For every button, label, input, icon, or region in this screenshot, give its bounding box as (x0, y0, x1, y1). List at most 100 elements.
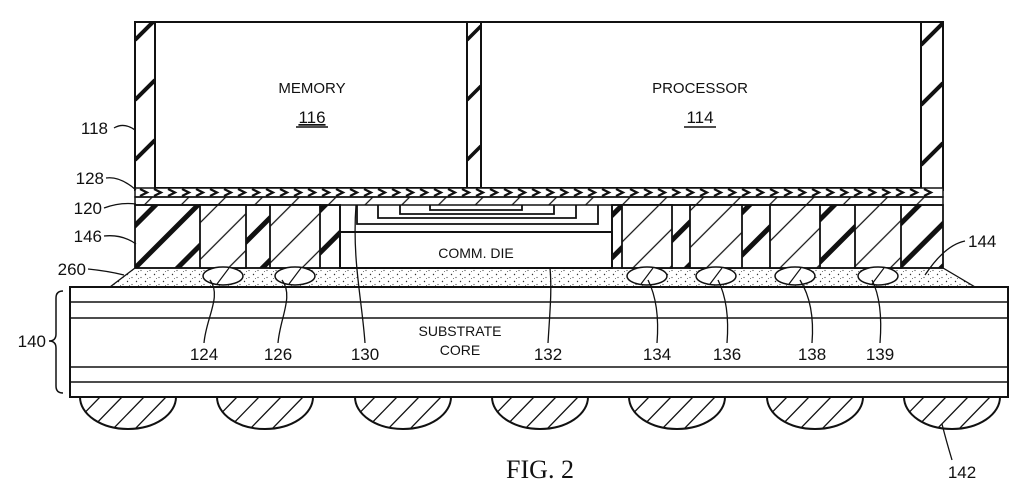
package-substrate-140 (69, 286, 1009, 398)
interconnect-chevron (405, 188, 416, 197)
processor-die-114 (480, 21, 922, 189)
solder-ball (490, 396, 590, 430)
ref-128: 128 (76, 169, 104, 188)
interconnect-chevron (909, 188, 920, 197)
via-hatch (200, 205, 246, 268)
ref-139: 139 (866, 345, 894, 364)
solder-bump-hatch (709, 267, 723, 285)
ref-146: 146 (74, 227, 102, 246)
interconnect-chevron (923, 188, 934, 197)
interconnect-chevron (531, 188, 542, 197)
ref-126: 126 (264, 345, 292, 364)
solder-ball (215, 396, 315, 430)
via-hatch (770, 205, 820, 268)
interconnect-chevron (741, 188, 752, 197)
interconnect-chevron (573, 188, 584, 197)
memory-ref: 116 (298, 108, 325, 127)
substrate-label-line2: CORE (440, 342, 480, 358)
ref-120: 120 (74, 199, 102, 218)
interconnect-chevron (167, 188, 178, 197)
bracket-140 (48, 290, 64, 394)
memory-die-116 (154, 21, 468, 189)
interconnect-chevron (223, 188, 234, 197)
interconnect-chevron (559, 188, 570, 197)
ref-118: 118 (81, 119, 108, 138)
interconnect-chevron (713, 188, 724, 197)
through-mold-vias (199, 204, 902, 269)
solder-ball (78, 396, 178, 430)
processor-title: PROCESSOR (652, 80, 748, 97)
substrate-label-line1: SUBSTRATE (419, 323, 502, 339)
interconnect-chevron (699, 188, 710, 197)
interconnect-chevron (195, 188, 206, 197)
via-hatch (855, 205, 901, 268)
interconnect-chevron (657, 188, 668, 197)
solder-ball (353, 396, 453, 430)
interconnect-chevron (545, 188, 556, 197)
interconnect-chevron (433, 188, 444, 197)
interconnect-chevron (391, 188, 402, 197)
reference-numerals: 118 128 120 146 260 144 140 124 126 130 … (18, 119, 997, 482)
redistribution-layer-120 (134, 196, 944, 206)
interconnect-chevron (153, 188, 164, 197)
ref-140: 140 (18, 332, 46, 351)
interconnect-chevron (475, 188, 486, 197)
interconnect-chevron (503, 188, 514, 197)
solder-balls-142 (78, 396, 1002, 430)
interconnect-chevron (293, 188, 304, 197)
interconnect-chevron (881, 188, 892, 197)
comm-die-label: COMM. DIE (438, 245, 513, 261)
interconnect-chevron (419, 188, 430, 197)
ref-138: 138 (798, 345, 826, 364)
interconnect-chevron (825, 188, 836, 197)
interconnect-chevron (265, 188, 276, 197)
via-hatch (270, 205, 320, 268)
ref-144: 144 (968, 232, 996, 251)
interconnect-chevron (727, 188, 738, 197)
interconnect-chevron (363, 188, 374, 197)
interconnect-chevron (839, 188, 850, 197)
ref-260: 260 (58, 260, 86, 279)
bridge-traces (356, 205, 599, 225)
interconnect-chevron (349, 188, 360, 197)
ref-136: 136 (713, 345, 741, 364)
interconnect-chevron (783, 188, 794, 197)
interconnect-chevron (755, 188, 766, 197)
interconnect-chevron (489, 188, 500, 197)
memory-title: MEMORY (278, 80, 345, 97)
ref-134: 134 (643, 345, 671, 364)
interconnect-chevron (139, 188, 150, 197)
interconnect-chevron (769, 188, 780, 197)
figure-caption: FIG. 2 (506, 455, 574, 484)
interconnect-chevron (601, 188, 612, 197)
solder-ball (627, 396, 727, 430)
via-hatch (622, 205, 672, 268)
interconnect-chevron (447, 188, 458, 197)
via-hatch (690, 205, 742, 268)
interconnect-chevron (377, 188, 388, 197)
interconnect-chevron (209, 188, 220, 197)
solder-bump-hatch (216, 267, 230, 285)
interconnect-chevron (671, 188, 682, 197)
ref-130: 130 (351, 345, 379, 364)
comm-die-132 (339, 231, 613, 269)
interconnect-chevron (587, 188, 598, 197)
interconnect-chevron (853, 188, 864, 197)
interconnect-chevron (811, 188, 822, 197)
interconnect-chevron (237, 188, 248, 197)
interconnect-chevron (321, 188, 332, 197)
solder-bump-hatch (640, 267, 654, 285)
interconnect-chevron (307, 188, 318, 197)
leader-lines (87, 124, 966, 461)
ref-124: 124 (190, 345, 218, 364)
interconnect-layer-128 (134, 187, 944, 198)
interconnect-chevron (797, 188, 808, 197)
interconnect-chevron (181, 188, 192, 197)
interconnect-chevron (251, 188, 262, 197)
interconnect-chevron (643, 188, 654, 197)
interconnect-chevron (685, 188, 696, 197)
ref-132: 132 (534, 345, 562, 364)
interconnect-chevron (279, 188, 290, 197)
interconnect-chevron (461, 188, 472, 197)
